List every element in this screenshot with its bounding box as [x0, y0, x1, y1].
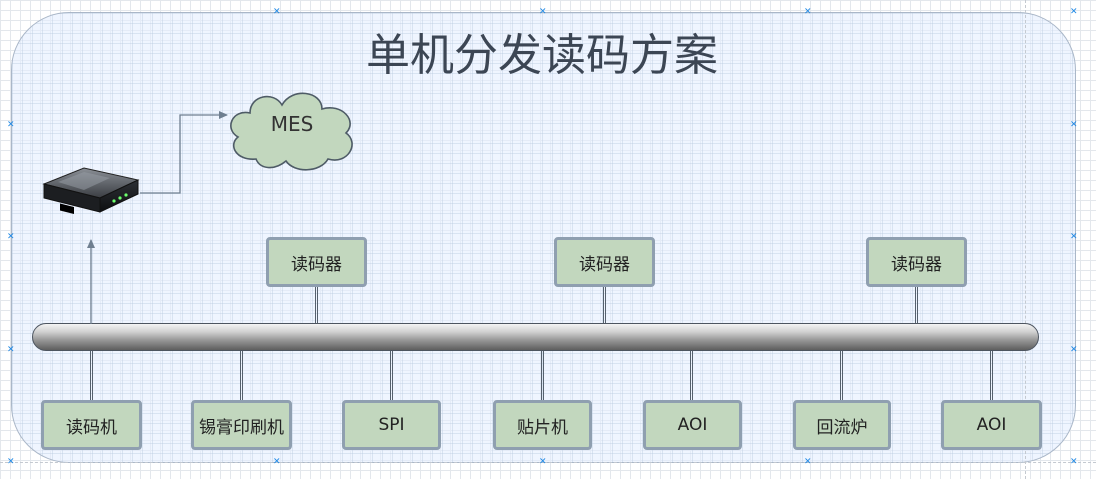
selection-handle[interactable]: ✕	[1070, 120, 1078, 130]
selection-handle[interactable]: ✕	[539, 457, 547, 467]
mes-label: MES	[270, 112, 314, 136]
connector-line[interactable]	[240, 350, 243, 401]
selection-handle[interactable]: ✕	[539, 7, 547, 17]
selection-handle[interactable]: ✕	[7, 345, 15, 355]
machine-node-reflow-oven[interactable]: 回流炉	[793, 400, 891, 450]
network-bus[interactable]	[32, 323, 1039, 351]
connector-line[interactable]	[840, 350, 843, 401]
selection-handle[interactable]: ✕	[804, 7, 812, 17]
selection-handle[interactable]: ✕	[7, 457, 15, 467]
connector-line[interactable]	[90, 350, 93, 401]
selection-handle[interactable]: ✕	[1070, 7, 1078, 17]
connector-line[interactable]	[915, 287, 918, 324]
connector-line[interactable]	[690, 350, 693, 401]
selection-handle[interactable]: ✕	[1070, 232, 1078, 242]
connector-line[interactable]	[390, 350, 393, 401]
machine-node-pick-and-place[interactable]: 贴片机	[493, 400, 592, 450]
machine-node-aoi[interactable]: AOI	[941, 400, 1042, 450]
selection-handle[interactable]: ✕	[804, 457, 812, 467]
connector-line[interactable]	[541, 350, 544, 401]
connector-line[interactable]	[990, 350, 993, 401]
machine-node-code-reader[interactable]: 读码机	[41, 400, 142, 450]
selection-handle[interactable]: ✕	[273, 7, 281, 17]
machine-node-solder-printer[interactable]: 锡膏印刷机	[191, 400, 292, 450]
code-reader-node[interactable]: 读码器	[266, 237, 367, 287]
code-reader-node[interactable]: 读码器	[554, 237, 655, 287]
page-guide-horizontal	[0, 462, 1096, 463]
selection-handle[interactable]: ✕	[7, 120, 15, 130]
machine-node-spi[interactable]: SPI	[342, 400, 441, 450]
connector-line[interactable]	[315, 287, 318, 324]
machine-node-aoi[interactable]: AOI	[643, 400, 742, 450]
selection-handle[interactable]: ✕	[1070, 457, 1078, 467]
connector-line[interactable]	[603, 287, 606, 324]
code-reader-node[interactable]: 读码器	[866, 237, 967, 287]
page-guide-vertical	[1025, 0, 1026, 479]
selection-handle[interactable]: ✕	[273, 457, 281, 467]
cloud-icon[interactable]	[222, 85, 362, 173]
selection-handle[interactable]: ✕	[7, 232, 15, 242]
diagram-title[interactable]: 单机分发读码方案	[366, 30, 718, 81]
router-icon[interactable]	[38, 160, 144, 226]
selection-handle[interactable]: ✕	[1070, 345, 1078, 355]
